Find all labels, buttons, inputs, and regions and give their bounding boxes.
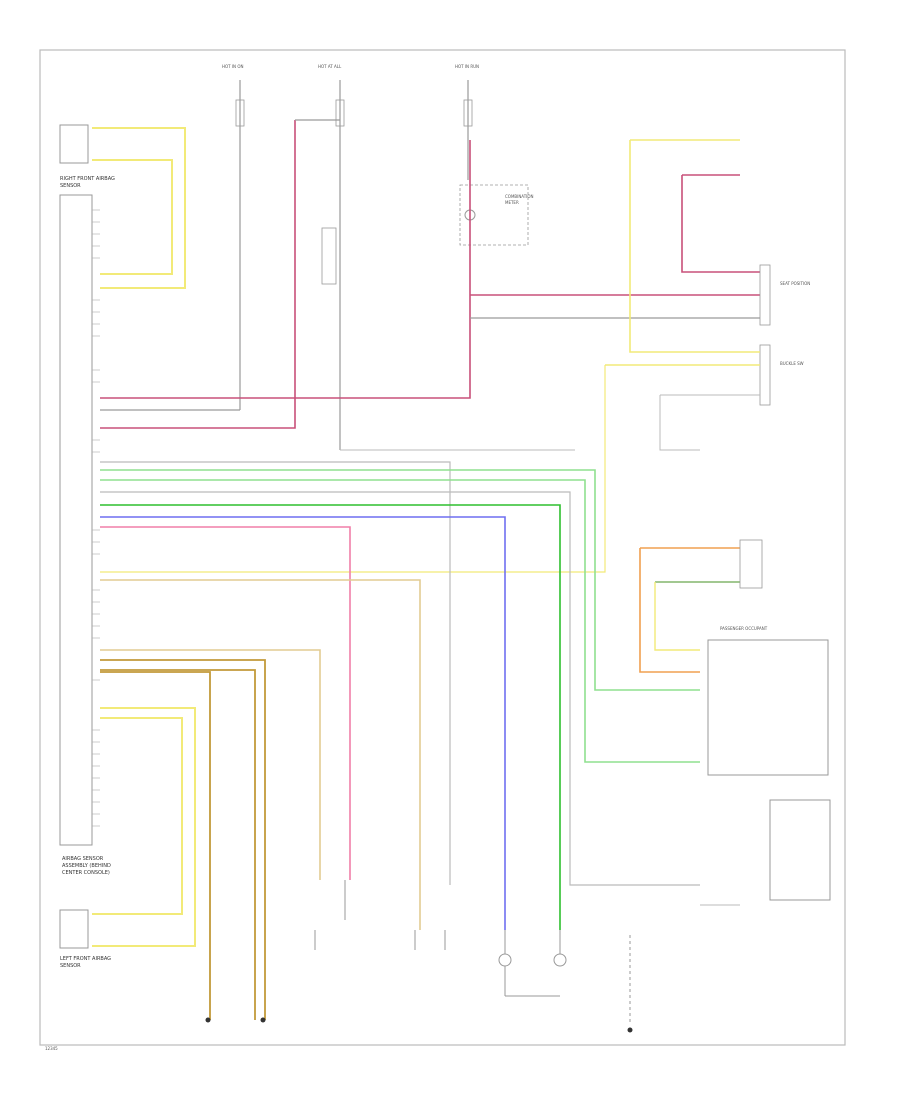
- airbag-module-label-3: CENTER CONSOLE): [62, 870, 110, 876]
- wire-gray-bus: [100, 461, 451, 885]
- wire-olive-1: [100, 579, 421, 930]
- wire-rf-sensor-yellow-2: [92, 159, 173, 275]
- seat-position-sensor-box: [739, 539, 763, 589]
- spiral-cable: [498, 930, 567, 997]
- wire-green-spiral: [100, 504, 561, 930]
- wire-red-right-3: [681, 175, 760, 273]
- right-front-sensor-label: RIGHT FRONT AIRBAG: [60, 176, 115, 182]
- wire-blue-spiral: [100, 516, 506, 930]
- wire-brown-3: [100, 671, 211, 1020]
- right-connector-top-label: SEAT POSITION: [780, 281, 810, 286]
- fuse-feed-2: HOT AT ALL: [318, 64, 345, 450]
- wire-rf-sensor-yellow-1: [92, 127, 186, 289]
- wire-lightgreen-2: [100, 479, 700, 763]
- ground-point: [627, 935, 633, 1033]
- passenger-occupant-ecu-box: [707, 639, 829, 776]
- passenger-occupant-ecu-label: PASSENGER OCCUPANT: [720, 626, 768, 631]
- left-side-airbag-connector: [260, 1017, 266, 1023]
- left-curtain-airbag: [314, 880, 346, 950]
- fuse-feed-1: HOT IN ON: [222, 64, 245, 410]
- svg-text:HOT AT ALL: HOT AT ALL: [318, 64, 342, 69]
- wire-tan-curtain: [100, 649, 321, 880]
- passenger-buckle-switch-box: [769, 799, 831, 901]
- combination-meter-label: COMBINATION: [505, 194, 534, 199]
- wire-red-hot: [100, 120, 296, 429]
- wire-brown-2: [100, 669, 256, 1020]
- wire-darkgreen-ecu-2: [654, 582, 700, 651]
- wire-gray-right-6: [659, 395, 700, 451]
- right-connector-mid-label: BUCKLE SW: [780, 361, 804, 366]
- combination-meter-box: [459, 184, 529, 246]
- right-connector-top: [759, 264, 771, 326]
- wire-gray-bus-2: [100, 491, 700, 886]
- diagram-code: 12345: [45, 1046, 58, 1051]
- left-front-sensor-label-2: SENSOR: [60, 963, 81, 969]
- wire-lf-sensor-yellow-1: [92, 707, 196, 947]
- svg-text:HOT IN ON: HOT IN ON: [222, 64, 243, 69]
- fuse-feed-3: HOT IN RUN: [455, 64, 479, 180]
- right-curtain-airbag: [414, 930, 446, 950]
- svg-text:HOT IN RUN: HOT IN RUN: [455, 64, 479, 69]
- right-front-sensor-label-2: SENSOR: [60, 183, 81, 189]
- airbag-module-label-2: ASSEMBLY (BEHIND: [62, 863, 111, 869]
- diagram-frame: [39, 49, 846, 1046]
- right-connector-mid: [759, 344, 771, 406]
- wire-pink-curtain: [100, 526, 351, 880]
- wire-orange-ecu-2: [639, 548, 700, 673]
- inline-component: [321, 227, 337, 285]
- combination-meter-label-2: METER: [505, 200, 519, 205]
- wire-yellow-top-right-2: [629, 140, 760, 353]
- wire-brown-1: [100, 659, 266, 1020]
- airbag-module-label: AIRBAG SENSOR: [62, 856, 104, 862]
- wire-lf-sensor-yellow-2: [92, 717, 183, 915]
- module-pin-ticks: [92, 209, 100, 827]
- airbag-module-connector-strip: [59, 194, 93, 846]
- wire-lightgreen-1: [100, 469, 700, 691]
- left-front-sensor-box: [59, 909, 89, 949]
- right-side-airbag-connector: [205, 1017, 211, 1023]
- right-front-sensor-box: [59, 124, 89, 164]
- left-front-sensor-label: LEFT FRONT AIRBAG: [60, 956, 111, 962]
- wire-yellow-right-4: [100, 365, 606, 573]
- wire-red-meter: [100, 140, 471, 399]
